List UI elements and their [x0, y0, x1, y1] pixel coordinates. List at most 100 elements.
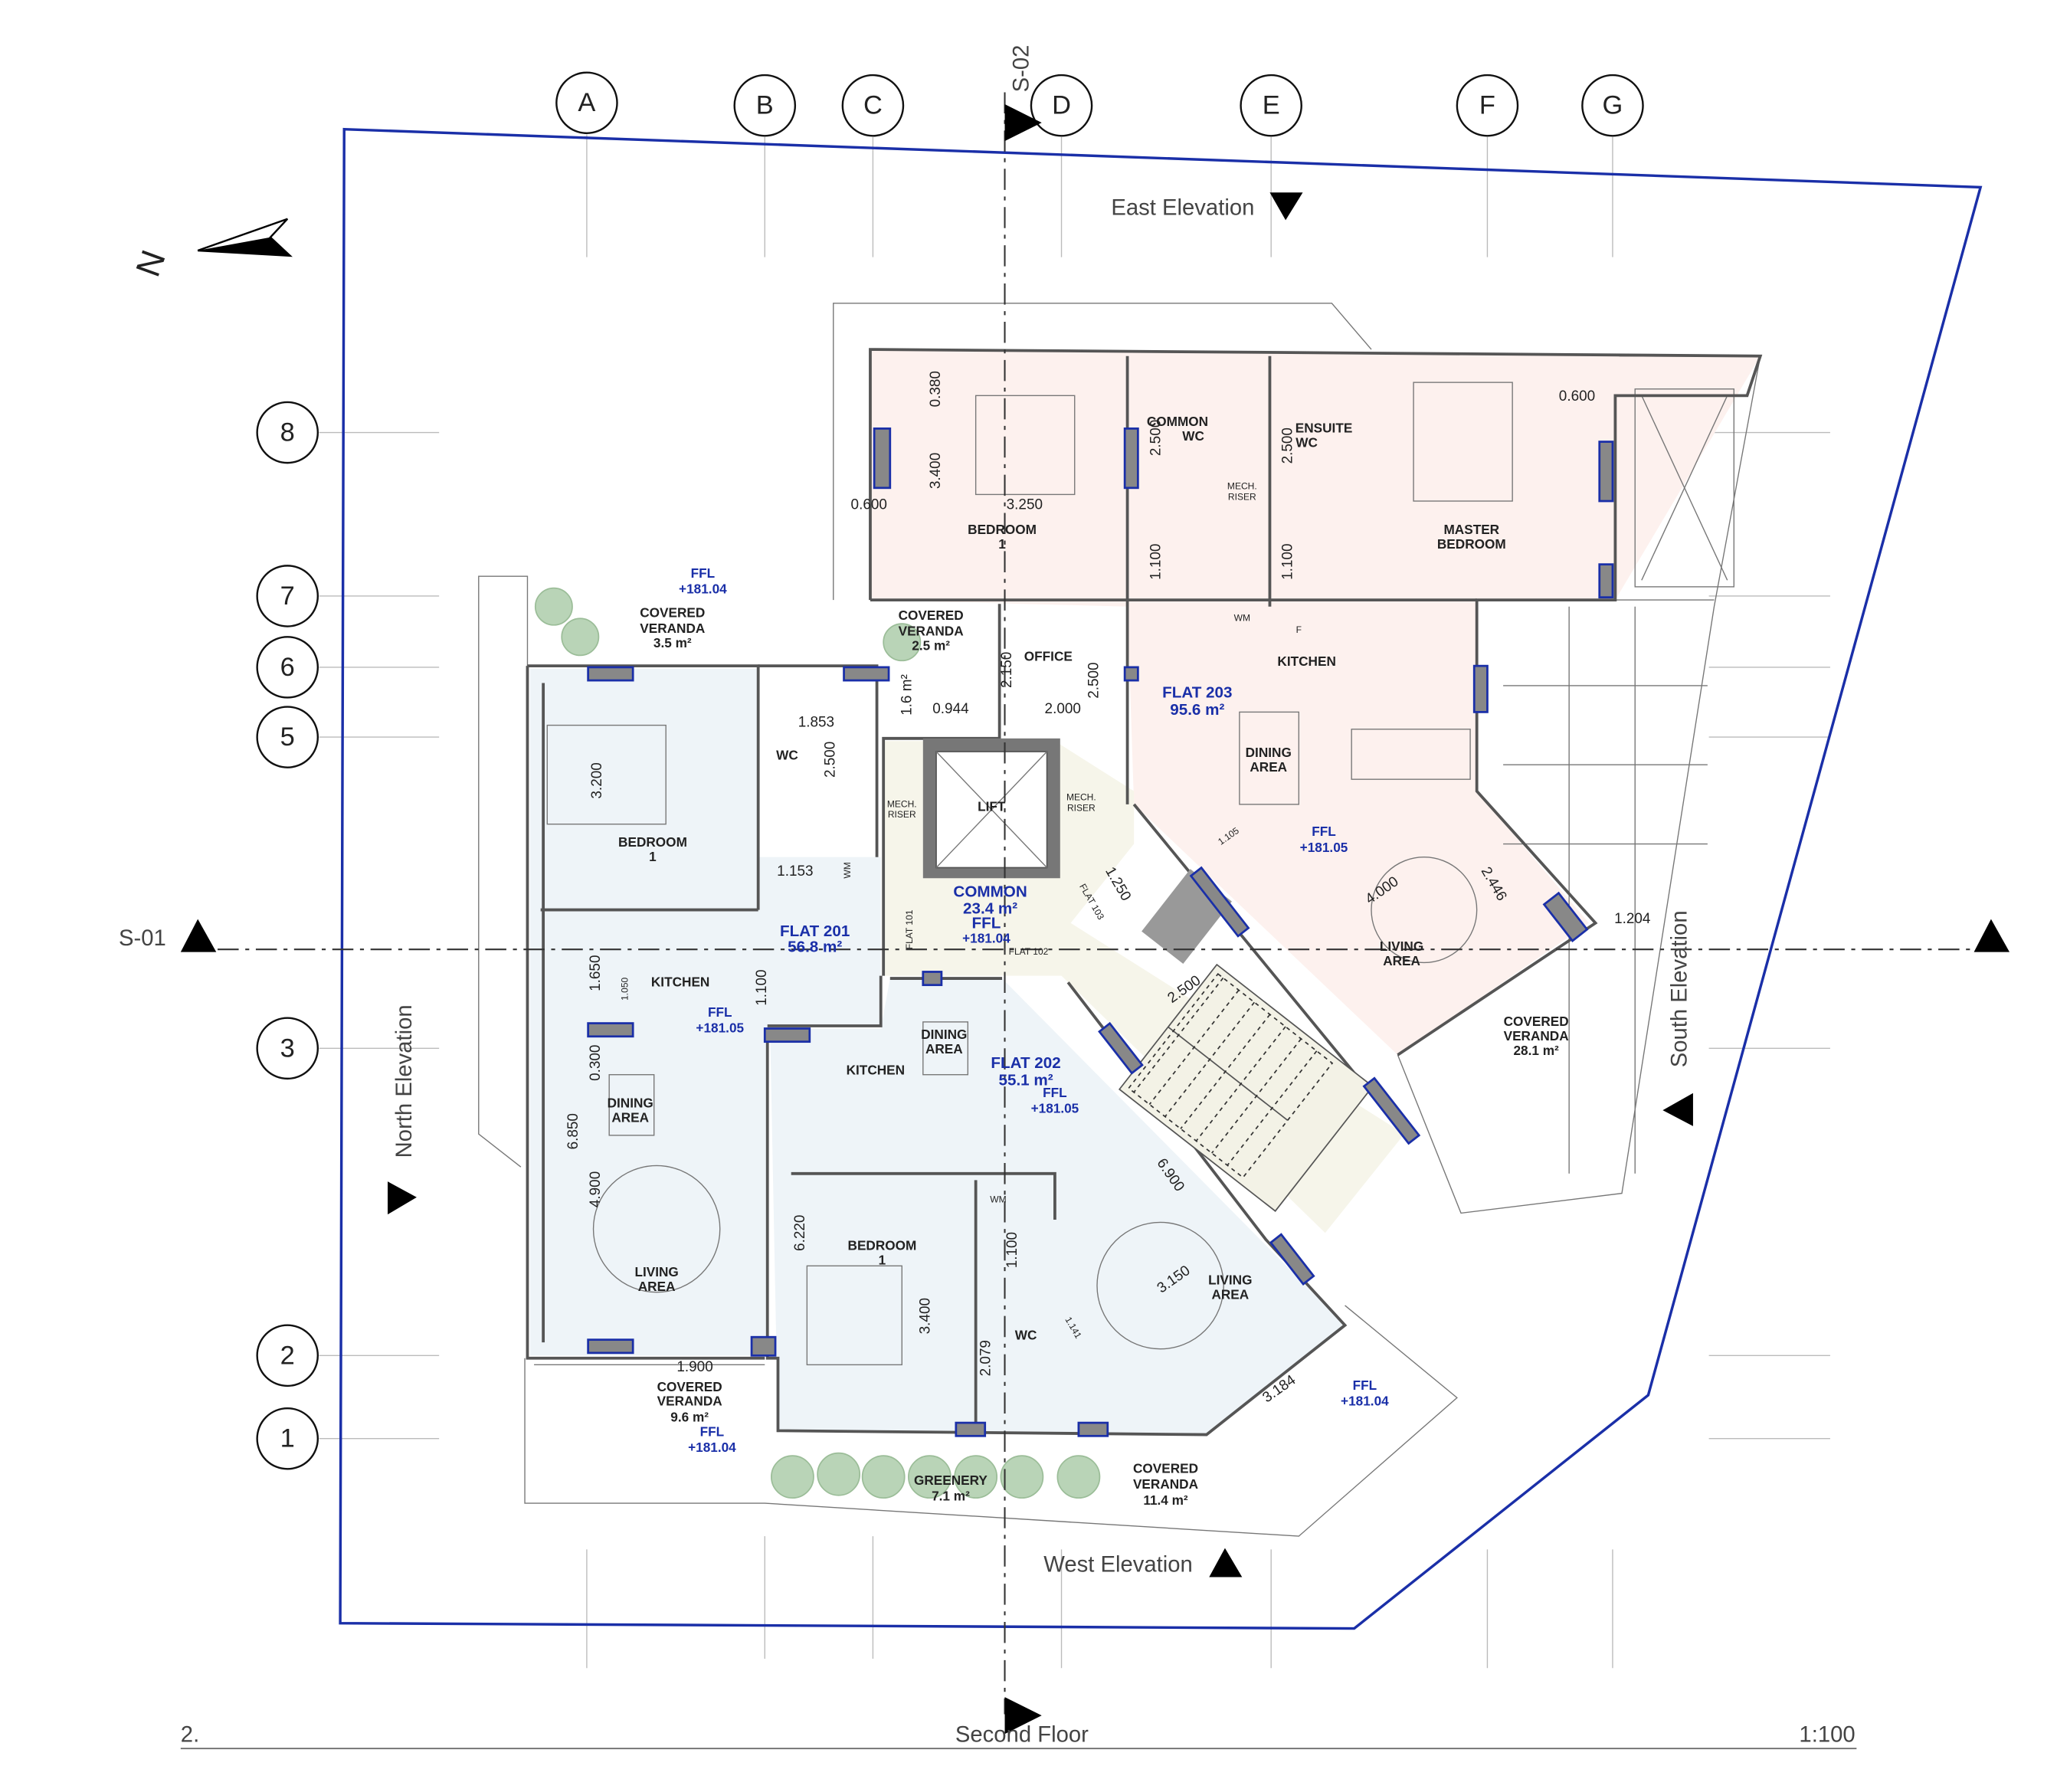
grid-lines [319, 134, 1830, 1669]
grid-label-c: C [863, 91, 883, 120]
ffl-value: +181.05 [1300, 840, 1348, 855]
dimension-label: 1.050 [619, 977, 630, 1000]
ffl-label: FFL [691, 565, 716, 581]
room-label: COVERED [899, 608, 964, 623]
level-number: 2. [181, 1723, 199, 1748]
grid-label-6: 6 [280, 653, 295, 682]
room-label: LIVING [634, 1264, 678, 1279]
section-arrow-s01-left [180, 919, 217, 952]
drawing-title: Second Floor [955, 1723, 1089, 1748]
room-label: WC [776, 747, 798, 762]
north-elevation-arrow [388, 1181, 417, 1215]
room-label: OFFICE [1024, 648, 1073, 663]
room-label: COVERED [1133, 1460, 1198, 1476]
flat-name: FLAT 202 [991, 1054, 1060, 1072]
dimension-label: 3.250 [1007, 496, 1043, 513]
west-elevation-label: West Elevation [1043, 1553, 1193, 1577]
dimension-label: 1.900 [676, 1359, 712, 1375]
appliance-label: WM [990, 1194, 1006, 1205]
room-label: WC [1182, 428, 1204, 444]
south-elevation-arrow [1662, 1093, 1693, 1126]
section-arrow-s02-top [1004, 103, 1042, 142]
dimension-label: 1.853 [798, 714, 834, 730]
flat-area: 55.1 m² [998, 1071, 1053, 1089]
flat-area: 56.8 m² [788, 939, 842, 956]
east-elevation-arrow [1269, 192, 1303, 221]
dimension-label: 2.000 [1045, 701, 1081, 717]
dimension-label: 0.944 [932, 701, 968, 717]
room-area: 2.5 m² [912, 638, 950, 654]
dimension-label: 1.204 [1614, 911, 1650, 927]
room-area: 28.1 m² [1513, 1043, 1559, 1058]
room-label: KITCHEN [651, 974, 709, 989]
grid-label-5: 5 [280, 722, 295, 752]
room-label: AREA [611, 1110, 649, 1125]
room-label: MECH. [1066, 792, 1096, 803]
room-label: KITCHEN [847, 1063, 905, 1078]
dimension-label: 3.200 [589, 762, 605, 798]
dimension-label: 6.850 [565, 1113, 581, 1149]
dimension-label: 1.153 [777, 863, 813, 880]
room-label: COVERED [640, 604, 705, 620]
room-label: WC [1015, 1328, 1037, 1343]
grid-label-f: F [1479, 91, 1495, 120]
dimension-label: 3.400 [917, 1298, 933, 1334]
flat-202-zone [770, 978, 1345, 1435]
grid-label-e: E [1263, 91, 1280, 120]
room-label: BEDROOM [618, 834, 687, 850]
north-elevation-label: North Elevation [392, 1004, 417, 1158]
dimension-label: 1.100 [1004, 1232, 1020, 1268]
room-label: VERANDA [1133, 1476, 1198, 1492]
ffl-value: +181.04 [1341, 1394, 1389, 1409]
room-label: MECH. [887, 798, 917, 809]
dimension-label: 2.500 [1086, 662, 1102, 698]
dimension-label: 2.079 [978, 1340, 994, 1376]
lift-label: LIFT [978, 798, 1006, 814]
room-label: LIVING [1208, 1272, 1252, 1287]
dimension-label: 2.150 [999, 652, 1015, 688]
room-area: 3.5 m² [653, 635, 692, 650]
room-area: 7.1 m² [932, 1489, 970, 1504]
room-label: DINING [1246, 745, 1292, 760]
grid-label-2: 2 [280, 1341, 295, 1370]
room-label: VERANDA [899, 624, 964, 639]
room-label: COVERED [657, 1379, 722, 1394]
dimension-label: 1.100 [754, 969, 770, 1005]
dimension-label: 0.300 [588, 1045, 604, 1081]
drawing-scale: 1:100 [1799, 1723, 1855, 1748]
grid-label-b: B [756, 91, 774, 120]
room-number: 1 [998, 536, 1006, 552]
appliance-label: WM [1234, 613, 1250, 624]
grid-label-3: 3 [280, 1034, 295, 1063]
grid-label-g: G [1603, 91, 1623, 120]
room-label: WC [1295, 434, 1318, 450]
room-label: AREA [1250, 759, 1287, 775]
room-label: RISER [1067, 802, 1096, 813]
grid-label-7: 7 [280, 581, 295, 611]
room-number: 1 [649, 849, 657, 864]
room-area: 11.4 m² [1143, 1492, 1188, 1508]
ffl-label: FFL [972, 915, 1001, 932]
room-label: DINING [921, 1027, 967, 1042]
south-elevation-label: South Elevation [1667, 910, 1692, 1067]
room-label: LIVING [1380, 939, 1423, 954]
flat-name: FLAT 203 [1162, 683, 1232, 701]
room-label: ENSUITE [1295, 421, 1353, 436]
room-label: KITCHEN [1277, 654, 1335, 669]
flat-area: 95.6 m² [1170, 701, 1224, 719]
common-area: 23.4 m² [963, 900, 1017, 918]
dimension-label: 1.250 [1102, 864, 1134, 904]
section-label-s01: S-01 [119, 926, 166, 951]
grid-column-bubbles [256, 71, 1644, 1470]
ffl-value: +181.04 [962, 931, 1010, 946]
dimension-label: 4.900 [588, 1171, 604, 1207]
room-label: RISER [1228, 491, 1256, 502]
ffl-label: FFL [1353, 1378, 1377, 1393]
appliance-label: WM [842, 862, 853, 878]
dimension-label: 0.600 [1559, 388, 1595, 405]
north-label: N [129, 245, 173, 281]
dimension-label: 2.500 [822, 742, 838, 778]
dimension-label: 3.400 [928, 453, 944, 489]
dimension-label: 1.100 [1148, 544, 1164, 580]
room-number: 1 [879, 1253, 886, 1268]
